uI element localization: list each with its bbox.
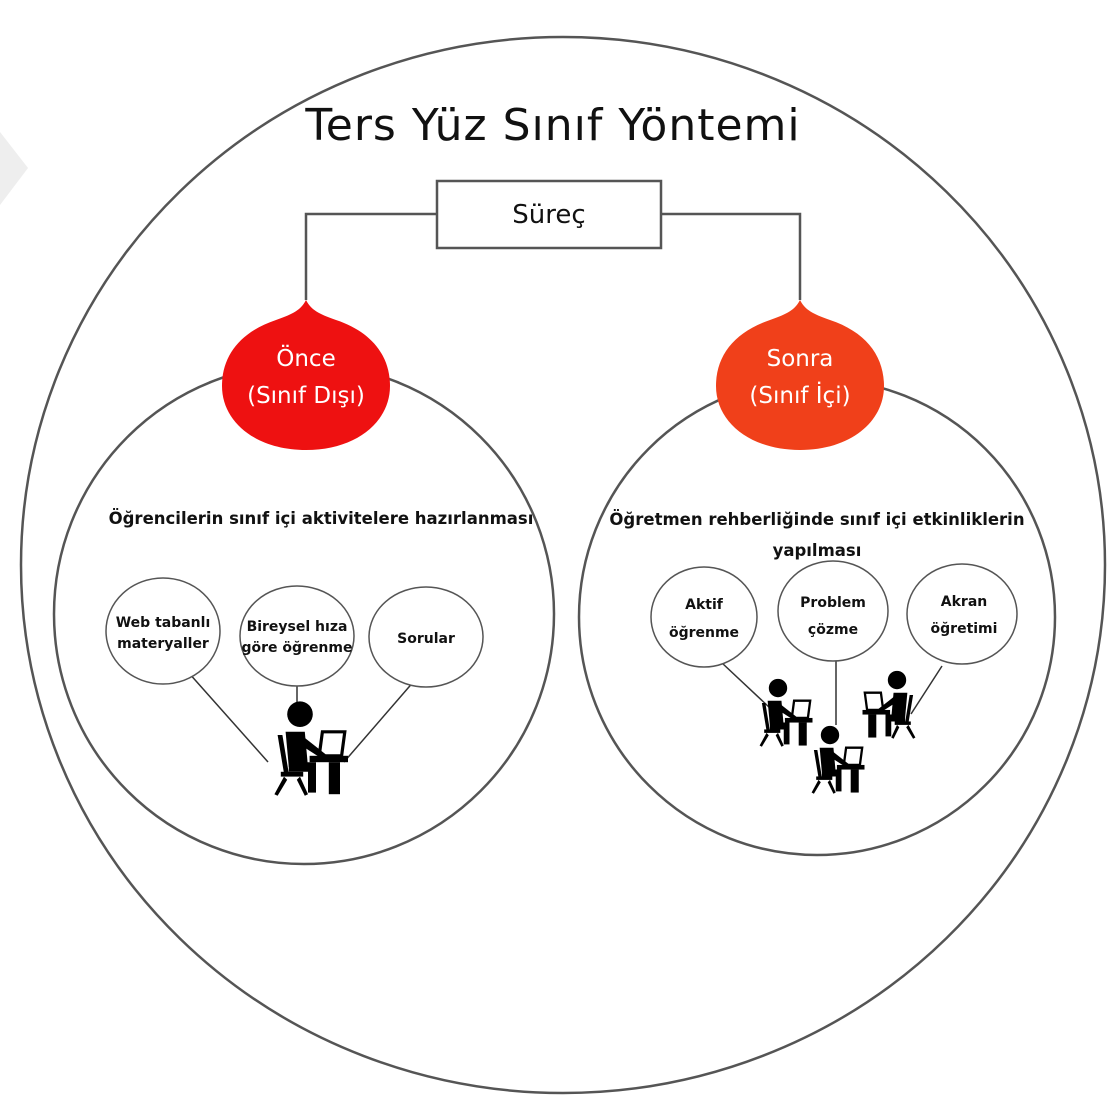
corner-shadow [0, 132, 28, 205]
before-heading: Öğrencilerin sınıf içi aktivitelere hazı… [109, 509, 534, 528]
process-box [435, 179, 663, 250]
connector-left [304, 212, 437, 300]
before-drop [222, 300, 390, 450]
after-label-line1: Sonra [767, 346, 834, 372]
after-heading-line2: yapılması [773, 541, 862, 560]
bubble-peer-teaching [906, 563, 1018, 665]
before-label-line2: (Sınıf Dışı) [247, 383, 365, 409]
bubble-peer-teaching-line2: öğretimi [931, 621, 998, 637]
process-label: Süreç [512, 200, 585, 230]
bubble-self-paced-line1: Bireysel hıza [247, 619, 348, 635]
bubble-active-learning-line2: öğrenme [669, 625, 739, 641]
after-label-line2: (Sınıf İçi) [749, 381, 850, 409]
diagram-title: Ters Yüz Sınıf Yöntemi [304, 100, 800, 151]
after-drop [716, 300, 884, 450]
connector-right [661, 212, 802, 300]
before-link-3 [343, 679, 416, 763]
bubble-active-learning-line1: Aktif [685, 597, 724, 613]
after-heading-line1: Öğretmen rehberliğinde sınıf içi etkinli… [609, 510, 1024, 529]
bubble-self-paced-line2: göre öğrenme [241, 640, 352, 656]
bubble-peer-teaching-line1: Akran [941, 594, 987, 610]
before-label-line1: Önce [276, 344, 335, 372]
bubble-problem-solving-line1: Problem [800, 595, 866, 611]
bubble-questions [368, 586, 484, 688]
bubble-questions-line1: Sorular [397, 631, 455, 647]
bubble-problem-solving-line2: çözme [808, 622, 858, 638]
bubble-web-materials [105, 577, 221, 685]
before-link-1 [187, 671, 269, 763]
bubble-self-paced [239, 585, 355, 687]
bubble-web-materials-line1: Web tabanlı [116, 615, 211, 631]
bubble-problem-solving [777, 560, 889, 662]
bubble-active-learning [650, 566, 758, 668]
after-link-3 [910, 665, 943, 715]
after-link-1 [721, 662, 771, 709]
bubble-web-materials-line2: materyaller [117, 636, 209, 652]
